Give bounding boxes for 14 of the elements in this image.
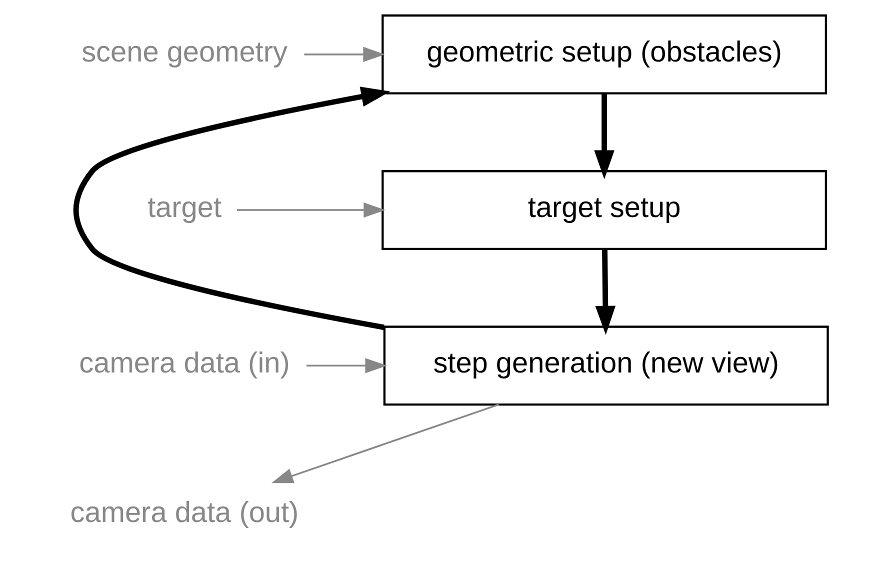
node-text: scene geometry	[81, 36, 287, 68]
arrow	[72, 86, 390, 330]
node-box: step generation (new view)	[382, 326, 828, 406]
arrow	[304, 46, 384, 62]
node-text: target	[147, 192, 222, 224]
arrow	[270, 404, 498, 484]
node-box: geometric setup (obstacles)	[381, 14, 827, 94]
node-text: camera data (in)	[78, 348, 290, 380]
arrow	[594, 94, 614, 180]
arrow	[236, 202, 385, 218]
arrow	[594, 249, 616, 335]
node-box: target setup	[381, 170, 827, 250]
node-text: camera data (out)	[70, 496, 298, 529]
arrow	[306, 358, 386, 374]
